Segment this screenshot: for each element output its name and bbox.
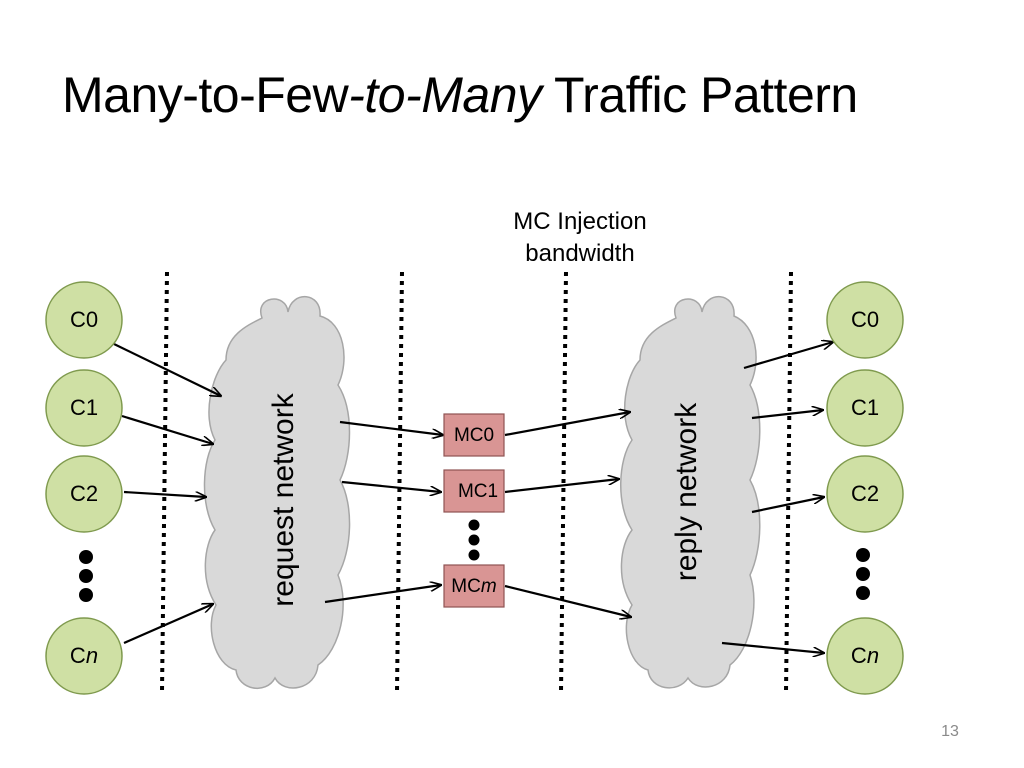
right-ellipsis-dots (856, 548, 870, 600)
mc-injection-caption: MC Injection bandwidth (478, 206, 682, 270)
divider-line-4 (784, 271, 793, 693)
page-number: 13 (941, 723, 959, 740)
divider-line-3 (559, 271, 568, 693)
left-core-c1: C1 (45, 369, 123, 447)
arrow-reply-to-c2 (751, 497, 824, 514)
memory-controllers: MC0 MC1 MCm (443, 413, 505, 608)
mcm-box: MCm (443, 564, 505, 608)
left-core-cn-suffix: n (86, 643, 98, 668)
request-arrows (113, 343, 221, 645)
reply-arrows (721, 342, 833, 653)
mcm-rect (443, 564, 505, 608)
mc0-label: MC0 (454, 425, 494, 446)
left-core-cn: Cn (45, 617, 123, 695)
mcm-label: MCm (451, 576, 496, 597)
left-core-c2-label: C2 (70, 481, 98, 506)
request-network-label: request network (267, 392, 300, 606)
arrow-request-to-mc1 (341, 480, 441, 492)
caption-line-1: MC Injection (513, 208, 647, 235)
mc-ellipsis-dot (468, 519, 480, 531)
left-core-c0-circle (45, 281, 123, 359)
arrow-reply-to-c0 (743, 342, 833, 370)
mc0-box: MC0 (443, 413, 505, 457)
right-ellipsis-dot (856, 548, 870, 562)
divider-line-2 (395, 271, 404, 693)
right-core-c0-circle (826, 281, 904, 359)
right-core-cn: Cn (826, 617, 904, 695)
title-italic: -to-Many (348, 67, 542, 123)
right-core-c2-circle (826, 455, 904, 533)
reply-network-cloud: reply network (620, 295, 761, 689)
right-core-c1-circle (826, 369, 904, 447)
caption-line-2: bandwidth (525, 240, 635, 267)
mc-ellipsis-dot (468, 549, 480, 561)
divider-line-1 (160, 271, 169, 693)
request-cloud-shape (203, 295, 351, 689)
arrow-mc1-to-reply (504, 479, 619, 494)
left-core-c2: C2 (45, 455, 123, 533)
mc1-rect (443, 469, 505, 513)
arrow-reply-to-c1 (751, 410, 823, 420)
right-core-cn-prefix: C (851, 643, 867, 668)
arrow-c2-to-request (123, 490, 206, 497)
left-core-c0-label: C0 (70, 307, 98, 332)
left-core-c1-label: C1 (70, 395, 98, 420)
mc-ellipsis-dots (468, 519, 480, 561)
right-cores: C0 C1 C2 Cn (826, 281, 904, 695)
divider-lines (160, 271, 793, 693)
left-ellipsis-dot (79, 569, 93, 583)
right-core-cn-circle (826, 617, 904, 695)
right-core-c1: C1 (826, 369, 904, 447)
left-core-cn-circle (45, 617, 123, 695)
arrow-request-to-mc0 (339, 420, 443, 435)
title-tail: Traffic Pattern (541, 67, 858, 123)
right-core-c0: C0 (826, 281, 904, 359)
left-core-cn-prefix: C (70, 643, 86, 668)
mcm-prefix: MC (451, 576, 481, 597)
left-core-c1-circle (45, 369, 123, 447)
mcm-suffix: m (481, 576, 497, 597)
right-ellipsis-dot (856, 586, 870, 600)
slide-title: Many-to-Few-to-Many Traffic Pattern (62, 66, 858, 124)
right-core-cn-label: Cn (851, 643, 879, 668)
right-core-cn-suffix: n (867, 643, 879, 668)
reply-cloud-shape (620, 295, 761, 689)
arrow-c0-to-request (113, 343, 221, 396)
left-core-c2-circle (45, 455, 123, 533)
mc-inbound-arrows (324, 420, 443, 604)
mc-ellipsis-dot (468, 534, 480, 546)
right-core-c2-label: C2 (851, 481, 879, 506)
arrow-mc0-to-reply (504, 412, 630, 437)
right-core-c1-label: C1 (851, 395, 879, 420)
left-cores: C0 C1 C2 Cn (45, 281, 123, 695)
right-core-c2: C2 (826, 455, 904, 533)
left-ellipsis-dot (79, 588, 93, 602)
arrow-mcm-to-reply (504, 584, 631, 617)
left-ellipsis-dot (79, 550, 93, 564)
arrow-request-to-mcm (324, 585, 441, 604)
mc1-label: MC1 (458, 481, 498, 502)
request-network-cloud: request network (203, 295, 351, 689)
mc0-rect (443, 413, 505, 457)
left-core-cn-label: Cn (70, 643, 98, 668)
mc-outbound-arrows (504, 412, 631, 617)
left-core-c0: C0 (45, 281, 123, 359)
mc1-box: MC1 (443, 469, 505, 513)
arrow-reply-to-cn (721, 641, 824, 653)
arrow-cn-to-request (123, 604, 213, 645)
right-core-c0-label: C0 (851, 307, 879, 332)
arrow-c1-to-request (121, 414, 213, 444)
title-main: Many-to-Few (62, 67, 349, 123)
left-ellipsis-dots (79, 550, 93, 602)
reply-network-label: reply network (670, 402, 703, 581)
right-ellipsis-dot (856, 567, 870, 581)
